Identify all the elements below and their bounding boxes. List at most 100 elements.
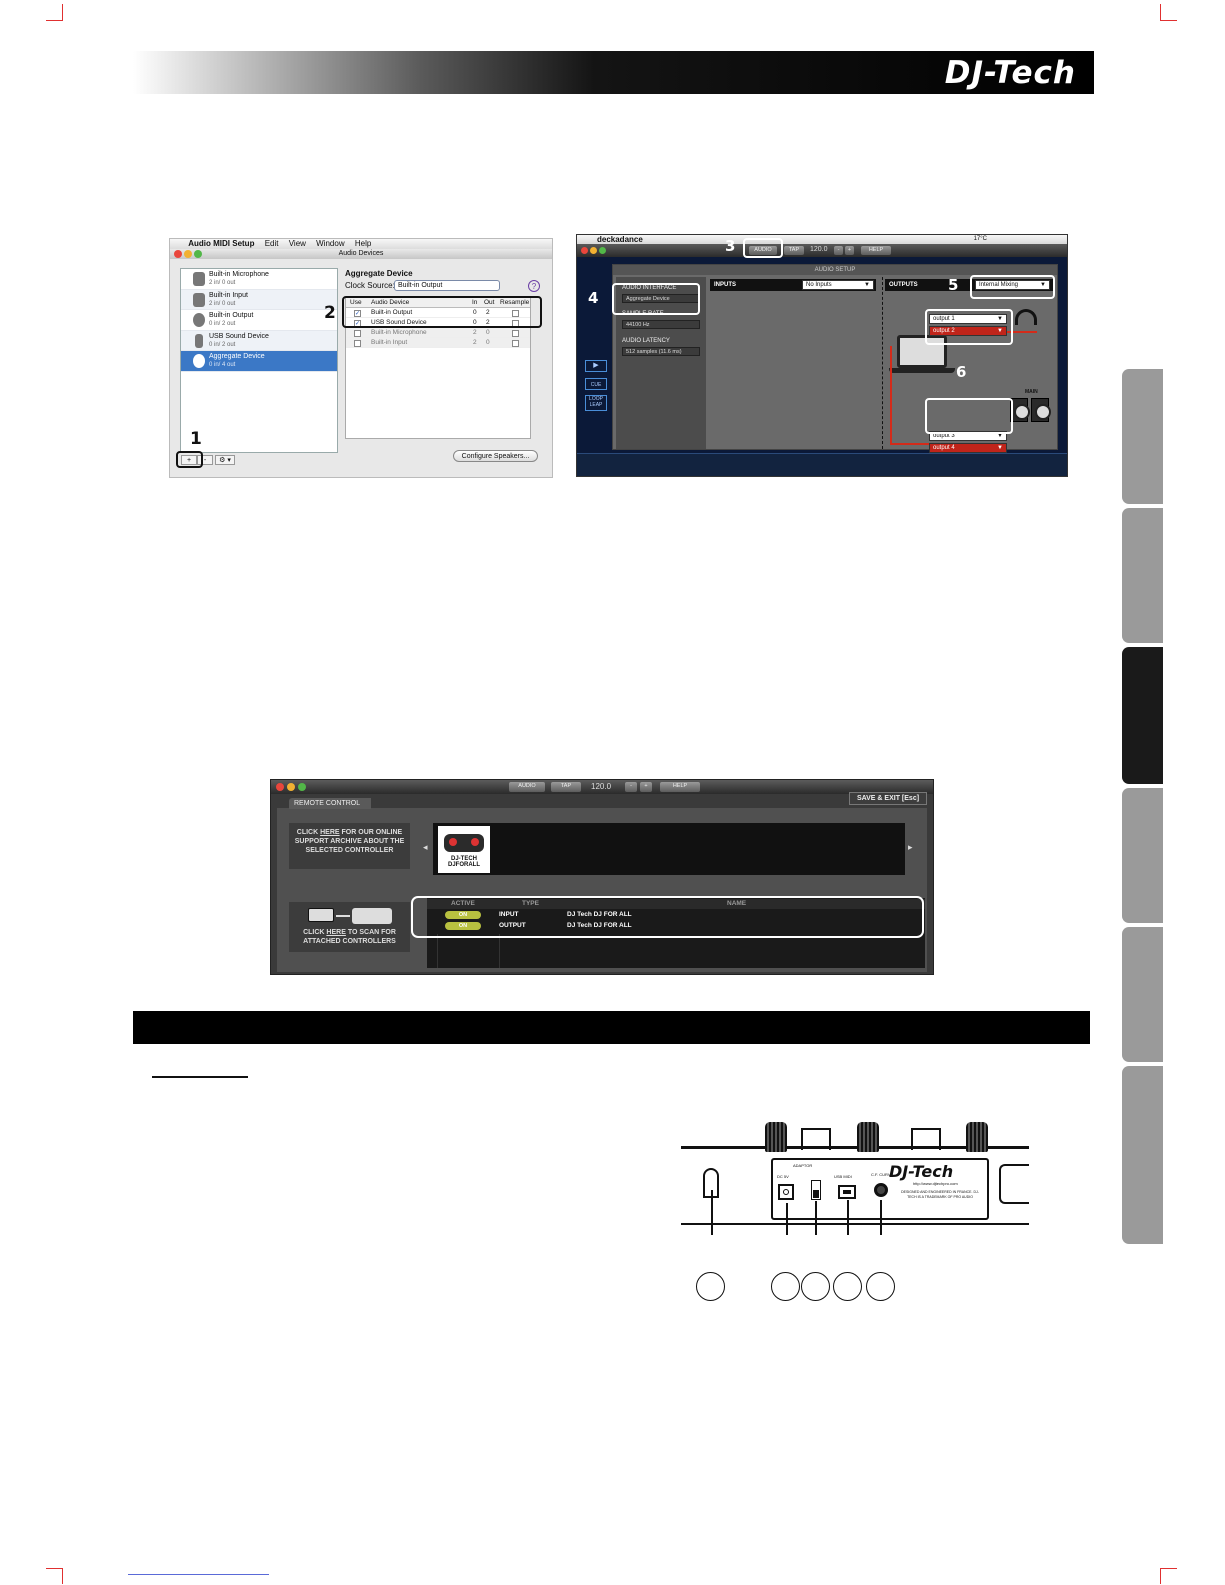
zoom-icon[interactable] [599,247,606,254]
carousel-right-arrow[interactable]: ▸ [908,842,913,852]
leader-line [815,1201,817,1235]
carousel-left-arrow[interactable]: ◂ [423,842,428,852]
controller-rear-panel-illustration: DC 5V ADAPTOR USB MIDI C.F. CURVE DJ-Tec… [681,1118,1029,1243]
knob-icon [857,1122,879,1152]
use-checkbox[interactable] [354,329,361,337]
resample-checkbox[interactable] [512,339,519,347]
menu-help[interactable]: Help [354,239,372,248]
menu-app[interactable]: Audio MIDI Setup [188,239,255,248]
bpm-minus-button[interactable]: - [625,782,637,792]
save-exit-button[interactable]: SAVE & EXIT [Esc] [849,792,927,805]
dc-power-jack[interactable] [778,1184,794,1200]
callout-number-5: 5 [948,276,959,294]
close-icon[interactable] [276,783,284,791]
side-tab-4[interactable] [1122,788,1163,923]
adaptor-label: ADAPTOR [793,1163,813,1168]
table-row: Built-in Input 2 0 [346,338,530,348]
thumb-model: DJFORALL [448,862,480,868]
close-icon[interactable] [174,250,182,258]
minimize-icon[interactable] [184,250,192,258]
usb-port[interactable] [838,1185,856,1199]
side-tab-3-active[interactable] [1122,647,1163,784]
help-button[interactable]: HELP [660,782,700,792]
crop-mark [46,20,63,21]
table-row[interactable]: ON INPUT DJ Tech DJ FOR ALL [427,910,925,920]
menu-window[interactable]: Window [316,239,345,248]
use-checkbox[interactable] [354,339,361,347]
zoom-icon[interactable] [298,783,306,791]
minimize-icon[interactable] [590,247,597,254]
crossfader-curve-knob[interactable] [874,1183,888,1197]
help-button[interactable]: HELP [861,246,891,255]
usb-label: USB MIDI [834,1174,852,1179]
audio-button[interactable]: AUDIO [749,246,777,255]
tab-remote-control[interactable]: REMOTE CONTROL [289,798,371,809]
tap-button[interactable]: TAP [784,246,804,255]
device-io: 0 in/ 2 out [209,341,236,348]
support-archive-link[interactable]: CLICK HERE FOR OUR ONLINE SUPPORT ARCHIV… [289,823,410,869]
scan-text-pre: CLICK [303,929,327,936]
inputs-select[interactable]: No Inputs [802,280,874,290]
loop-button[interactable]: LOOP LEAP [585,395,607,411]
list-item-selected[interactable]: Aggregate Device 0 in/ 4 out [181,351,337,372]
help-icon[interactable]: ? [528,280,540,292]
output-3-select[interactable]: output 3 [929,431,1007,441]
scan-here-link[interactable]: HERE [326,929,346,936]
side-tab-5[interactable] [1122,927,1163,1062]
support-text-post: FOR OUR ONLINE SUPPORT ARCHIVE ABOUT THE… [294,829,405,854]
clock-source-select[interactable]: Built-in Output [394,280,500,291]
output-4-select[interactable]: output 4 [929,443,1007,453]
gear-menu-button[interactable]: ⚙ ▾ [215,455,235,465]
table-row[interactable]: ON OUTPUT DJ Tech DJ FOR ALL [427,921,925,931]
callout-box-6a [925,309,1013,345]
resample-checkbox[interactable] [512,329,519,337]
in-cell: 0 [473,309,477,316]
outputs-select[interactable]: Internal Mixing [975,280,1050,290]
callout-circle-1 [696,1272,725,1301]
cue-button[interactable]: CUE [585,378,607,390]
tap-button[interactable]: TAP [551,782,581,792]
zoom-icon[interactable] [194,250,202,258]
device-io: 0 in/ 4 out [209,362,236,368]
latency-select[interactable]: 512 samples (11.6 ms) [622,347,700,356]
bpm-minus-button[interactable]: - [834,246,843,255]
menu-edit[interactable]: Edit [264,239,279,248]
list-item[interactable]: USB Sound Device 0 in/ 2 out [181,330,337,351]
side-tab-6[interactable] [1122,1066,1163,1244]
add-device-button[interactable]: + [181,455,197,465]
use-checkbox-checked[interactable]: ✓ [354,309,361,317]
list-item[interactable]: Built-in Input 2 in/ 0 out [181,289,337,310]
table-row: ✓ Built-in Output 0 2 [346,308,530,318]
support-here-link[interactable]: HERE [320,829,340,836]
type-cell: OUTPUT [499,922,526,929]
active-toggle[interactable]: ON [445,922,481,930]
out-cell: 2 [486,319,490,326]
side-tab-1[interactable] [1122,369,1163,504]
controller-carousel [433,823,905,875]
side-logo-block [999,1164,1029,1204]
side-tab-2[interactable] [1122,508,1163,643]
configure-speakers-button[interactable]: Configure Speakers... [453,450,538,462]
audio-button[interactable]: AUDIO [509,782,545,792]
list-item[interactable]: Built-in Microphone 2 in/ 0 out [181,269,337,290]
brand-logo: DJ-Tech [944,55,1076,91]
list-item[interactable]: Built-in Output 0 in/ 2 out [181,310,337,331]
bpm-plus-button[interactable]: + [640,782,652,792]
sample-rate-select[interactable]: 44100 Hz [622,320,700,329]
close-icon[interactable] [581,247,588,254]
output-1-select[interactable]: output 1 [929,314,1007,324]
speaker-left-icon [1010,398,1030,422]
resample-checkbox[interactable] [512,309,519,317]
menu-view[interactable]: View [288,239,306,248]
power-switch[interactable] [811,1180,821,1200]
active-toggle[interactable]: ON [445,911,481,919]
output-2-select[interactable]: output 2 [929,326,1007,336]
outputs-label: OUTPUTS [889,282,918,288]
bpm-plus-button[interactable]: + [845,246,854,255]
remove-device-button[interactable]: - [197,455,213,465]
scan-controllers-link[interactable]: CLICK HERE TO SCAN FOR ATTACHED CONTROLL… [289,902,410,952]
callout-box-2 [342,296,542,328]
minimize-icon[interactable] [287,783,295,791]
controller-thumbnail[interactable]: DJ-TECH DJFORALL [438,826,490,873]
play-button[interactable]: ▶ [585,360,607,372]
